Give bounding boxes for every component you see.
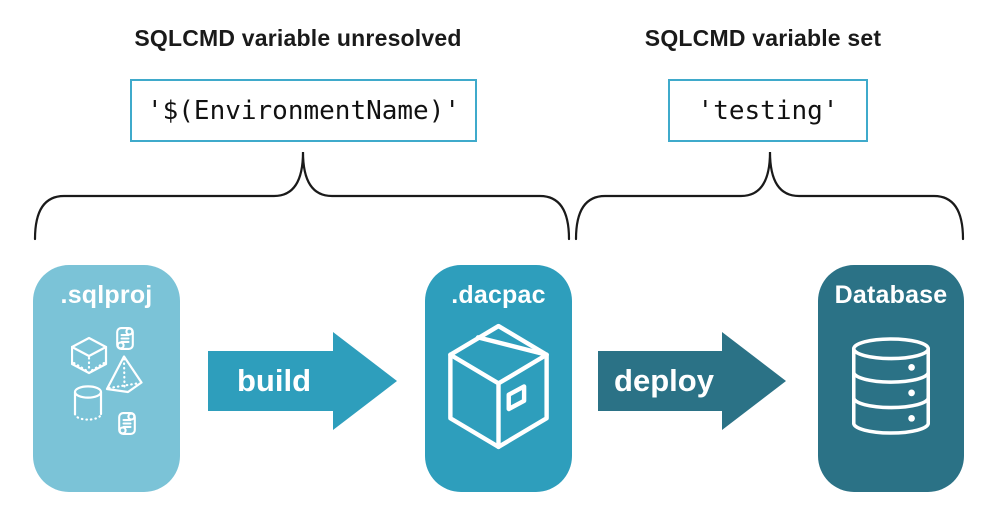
database-cylinder-icon [851,337,931,435]
package-box-icon [448,323,549,450]
build-arrow-label: build [236,363,312,398]
sqlproj-label: .sqlproj [60,281,153,309]
unresolved-variable-box: '$(EnvironmentName)' [130,79,477,142]
right-heading: SQLCMD variable set [644,25,882,51]
build-arrow: build [208,332,397,430]
deploy-arrow-label: deploy [614,363,714,398]
cube-icon [71,336,108,375]
scroll-icon [118,412,136,435]
database-label: Database [834,281,948,309]
set-variable-value: 'testing' [697,95,839,126]
cylinder-icon [73,385,103,421]
dacpac-label: .dacpac [451,281,546,309]
left-brace [33,151,571,241]
stage-database: Database [818,265,964,492]
pyramid-icon [105,355,143,394]
deploy-arrow: deploy [598,332,786,430]
set-variable-box: 'testing' [668,79,868,142]
build-arrow-shape [208,332,397,430]
scroll-icon [116,327,134,350]
left-heading: SQLCMD variable unresolved [134,25,462,51]
unresolved-variable-value: '$(EnvironmentName)' [146,95,461,126]
deploy-arrow-shape [598,332,786,430]
stage-dacpac: .dacpac [425,265,572,492]
right-brace [574,151,965,241]
stage-sqlproj: .sqlproj [33,265,180,492]
